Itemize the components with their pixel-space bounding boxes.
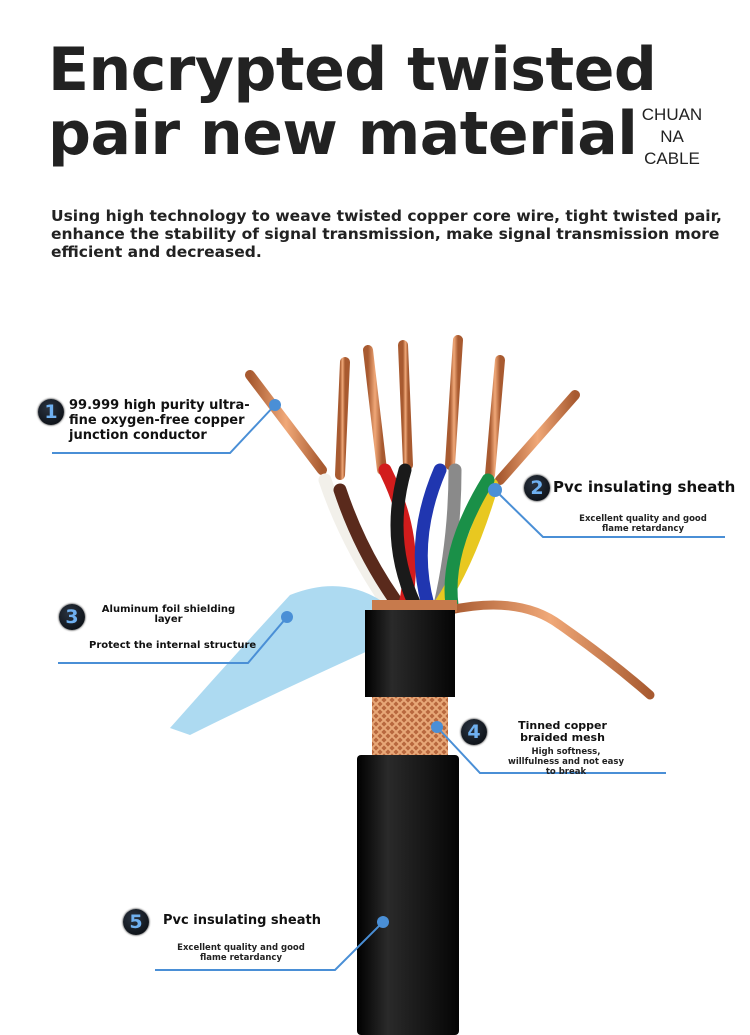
- brand-line: NA: [660, 127, 684, 146]
- callout-5-desc: Excellent quality and good flame retarda…: [177, 943, 305, 963]
- title-line-2: pair new material: [48, 99, 638, 169]
- callout-3-title: Aluminum foil shielding layer: [101, 604, 236, 625]
- title-line-1: Encrypted twisted: [48, 35, 657, 105]
- brand-line: CABLE: [644, 149, 700, 168]
- outer-jacket: [357, 755, 459, 1035]
- callout-3-badge: 3: [59, 604, 85, 630]
- callout-1-badge: 1: [38, 399, 64, 425]
- aluminum-foil: [170, 586, 380, 735]
- callout-2-title: Pvc insulating sheath: [553, 478, 736, 496]
- callout-4-title: Tinned copper braided mesh: [518, 719, 607, 744]
- brand-logo-text: CHUAN NA CABLE: [620, 104, 724, 170]
- insulated-wires: [318, 463, 499, 612]
- callout-2-desc: Excellent quality and good flame retarda…: [579, 514, 707, 534]
- callout-4-badge: 4: [461, 719, 487, 745]
- callout-3-desc: Protect the internal structure: [89, 640, 257, 651]
- callout-1-title: 99.999 high purity ultra-fine oxygen-fre…: [69, 398, 250, 443]
- subtitle: Using high technology to weave twisted c…: [51, 207, 722, 261]
- callout-4-desc: High softness, willfulness and not easy …: [508, 747, 624, 777]
- callout-5-badge: 5: [123, 909, 149, 935]
- callout-dots: [269, 399, 502, 928]
- callout-lines: [52, 404, 725, 971]
- callout-5-title: Pvc insulating sheath: [163, 913, 321, 928]
- brand-line: CHUAN: [641, 105, 703, 124]
- inner-jacket: [365, 610, 455, 697]
- callout-2-badge: 2: [524, 475, 550, 501]
- copper-strands: [245, 335, 580, 485]
